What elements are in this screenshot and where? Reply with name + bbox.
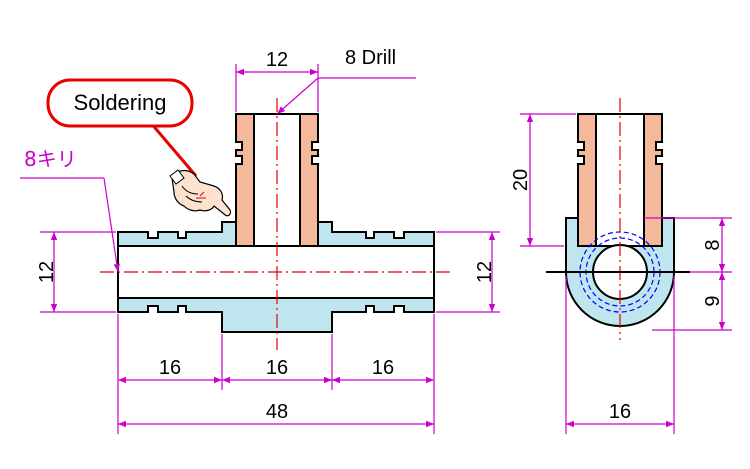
dimension-right-bore: 12 — [436, 231, 500, 313]
soldering-callout: Soldering — [46, 78, 198, 177]
side-lower-value: 9 — [702, 295, 724, 306]
side-width-value: 16 — [609, 401, 631, 423]
dimension-branch-width: 12 — [235, 49, 319, 112]
dimension-left-bore: 12 — [36, 231, 116, 313]
side-upper-value: 8 — [702, 239, 724, 250]
callout-bubble — [46, 78, 194, 128]
dimension-side-branch: 20 — [510, 113, 576, 247]
drill-leader: 8 Drill — [276, 47, 416, 115]
overall-length-value: 48 — [266, 401, 288, 423]
seg-right-value: 16 — [372, 357, 394, 379]
seg-mid-value: 16 — [266, 357, 288, 379]
dimension-side-right: 8 9 — [644, 217, 732, 331]
branch-width-value: 12 — [266, 49, 288, 71]
right-bore-value: 12 — [474, 261, 496, 283]
callout-leader — [148, 121, 198, 177]
left-bore-value: 12 — [36, 261, 58, 283]
side-branch-height-value: 20 — [510, 169, 532, 191]
dimension-overall: 48 — [118, 401, 434, 428]
drill-label: 8 Drill — [345, 47, 396, 69]
jp-drill-label: 8キリ — [24, 147, 77, 171]
pointing-hand-icon — [169, 169, 232, 217]
dimension-side-width: 16 — [565, 276, 675, 434]
front-view — [100, 98, 452, 350]
jp-drill-leader: 8キリ — [20, 147, 120, 273]
dimension-segments: 16 16 16 — [117, 314, 435, 434]
seg-left-value: 16 — [159, 357, 181, 379]
callout-label: Soldering — [74, 90, 167, 115]
side-view — [546, 98, 690, 340]
